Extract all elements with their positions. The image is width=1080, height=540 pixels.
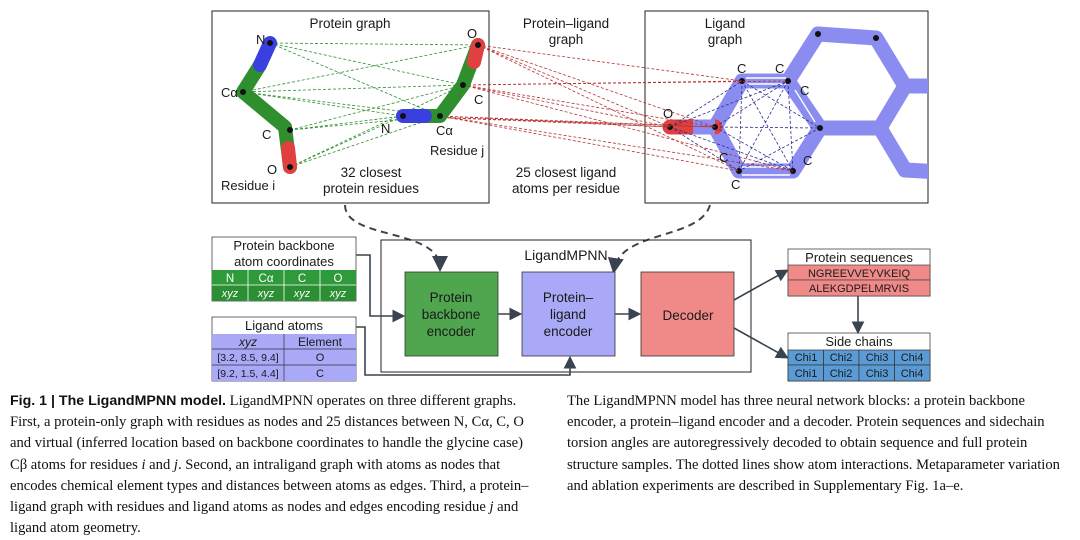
protein-ligand-title-line1: Protein–ligand: [523, 16, 609, 31]
ligand-encoder-label-1: Protein–: [543, 290, 594, 305]
protein-ligand-encoder: [521, 271, 616, 357]
backbone-table: Protein backbone atom coordinates N Cα C…: [211, 236, 357, 302]
chi-cell: Chi1: [795, 352, 818, 364]
atom-label-o-i: O: [267, 162, 277, 177]
backbone-cell-o: xyz: [329, 288, 347, 300]
sequences-title: Protein sequences: [805, 250, 913, 265]
sequence-1: NGREEVVEYVKEIQ: [808, 268, 911, 280]
residue-i-backbone: [236, 36, 297, 174]
ligand-header-element: Element: [298, 335, 343, 349]
chi-cell: Chi4: [901, 352, 924, 364]
ligand-atom-c1: C: [737, 61, 746, 76]
ligand-table-title: Ligand atoms: [245, 318, 324, 333]
ligand-row2-xyz: [9.2, 1.5, 4.4]: [217, 368, 278, 380]
backbone-cell-n: xyz: [221, 288, 239, 300]
decoder-block: [640, 271, 735, 357]
residue-i-label: Residue i: [221, 178, 275, 193]
atom-label-n-i: N: [256, 32, 265, 47]
closest-atoms-line1: 25 closest ligand: [516, 165, 617, 180]
backbone-table-title-1: Protein backbone: [233, 238, 334, 253]
ligand-input-arrow: [356, 326, 577, 376]
chi-cell: Chi1: [795, 368, 818, 380]
decoder-to-sequences-arrow: [733, 269, 789, 301]
ligand-atom-c6: C: [731, 177, 740, 192]
chi-cell: Chi2: [830, 368, 853, 380]
ligand-graph-title-line2: graph: [708, 32, 743, 47]
caption-right: The LigandMPNN model has three neural ne…: [567, 391, 1075, 497]
protein-sequences-output: Protein sequences NGREEVVEYVKEIQ ALEKGDP…: [787, 248, 931, 297]
ligand-graph-panel: [644, 10, 929, 204]
model-title: LigandMPNN: [524, 247, 607, 263]
chi-cell: Chi3: [866, 368, 889, 380]
sequence-2: ALEKGDPELMRVIS: [809, 283, 909, 295]
ligand-graph-title-line1: Ligand: [705, 16, 746, 31]
ligand-atom-c2: C: [775, 61, 784, 76]
backbone-header-c: C: [298, 273, 306, 285]
backbone-cell-c: xyz: [293, 288, 311, 300]
atom-label-ca-i: Cα: [221, 85, 238, 100]
ligandmpnn-model-box: [380, 239, 752, 373]
ligand-header-xyz: xyz: [238, 335, 257, 349]
closest-residues-line2: protein residues: [323, 181, 419, 196]
ligandmpnn-figure: Protein graph N Cα C O Residue i O C N C…: [211, 10, 931, 382]
ligand-atoms-table: Ligand atoms xyz Element [3.2, 8.5, 9.4]…: [211, 316, 357, 382]
atom-label-c-i: C: [262, 127, 271, 142]
protein-encoder-label-2: backbone: [422, 307, 481, 322]
protein-encoder-label-3: encoder: [427, 324, 476, 339]
atom-label-n-j: N: [381, 121, 390, 136]
decoder-to-sidechains-arrow: [733, 327, 789, 359]
side-chains-title: Side chains: [825, 334, 893, 349]
figure-label: Fig. 1 | The LigandMPNN model.: [10, 393, 226, 409]
ligand-row1-element: O: [316, 352, 325, 364]
caption-left-text: LigandMPNN operates on three different g…: [10, 393, 524, 473]
ligand-atom-o: O: [663, 106, 673, 121]
backbone-header-n: N: [226, 273, 234, 285]
caption-and: and: [145, 456, 174, 473]
chi-cell: Chi3: [866, 352, 889, 364]
protein-graph-to-encoder-arrow: [344, 204, 448, 272]
caption-right-text: The LigandMPNN model has three neural ne…: [567, 393, 1060, 494]
chi-cell: Chi2: [830, 352, 853, 364]
chi-cell: Chi4: [901, 368, 924, 380]
ligand-atom-c4: C: [719, 150, 728, 165]
caption-residue-i: i: [141, 456, 146, 473]
protein-graph-title: Protein graph: [309, 16, 390, 31]
caption-residue-j2: j: [489, 499, 494, 516]
backbone-table-title-2: atom coordinates: [234, 254, 334, 269]
ligand-encoder-label-3: encoder: [544, 324, 593, 339]
backbone-input-arrow: [356, 254, 406, 323]
residue-j-label: Residue j: [430, 143, 484, 158]
side-chains-output: Side chains Chi1 Chi2 Chi3 Chi4 Chi1 Chi…: [787, 332, 931, 382]
ligand-atom-c5: C: [803, 153, 812, 168]
caption-residue-j: j: [173, 456, 178, 473]
caption-left-text-3: and ligand atom geometry.: [10, 499, 519, 537]
protein-ligand-title-line2: graph: [549, 32, 584, 47]
protein-graph-panel: [211, 10, 490, 204]
backbone-cell-ca: xyz: [257, 288, 275, 300]
closest-residues-line1: 32 closest: [341, 165, 402, 180]
protein-ligand-edges: [402, 44, 794, 172]
protein-backbone-encoder: [404, 271, 499, 357]
backbone-header-ca: Cα: [259, 273, 274, 285]
caption-left-text-2: . Second, an intraligand graph with atom…: [10, 456, 529, 516]
atom-label-c-j: C: [474, 92, 483, 107]
closest-atoms-line2: atoms per residue: [512, 181, 620, 196]
atom-label-ca-j: Cα: [436, 123, 453, 138]
ligand-graph-to-encoder-arrow: [607, 204, 711, 274]
ligand-row2-element: C: [316, 368, 324, 380]
ligand-encoder-label-2: ligand: [550, 307, 586, 322]
ligand-atom-c3: C: [800, 83, 809, 98]
caption-left: Fig. 1 | The LigandMPNN model. LigandMPN…: [10, 391, 542, 539]
backbone-header-o: O: [334, 273, 343, 285]
decoder-label: Decoder: [662, 308, 714, 323]
protein-encoder-label-1: Protein: [430, 290, 473, 305]
atom-label-o-j: O: [467, 26, 477, 41]
ligand-row1-xyz: [3.2, 8.5, 9.4]: [217, 352, 278, 364]
